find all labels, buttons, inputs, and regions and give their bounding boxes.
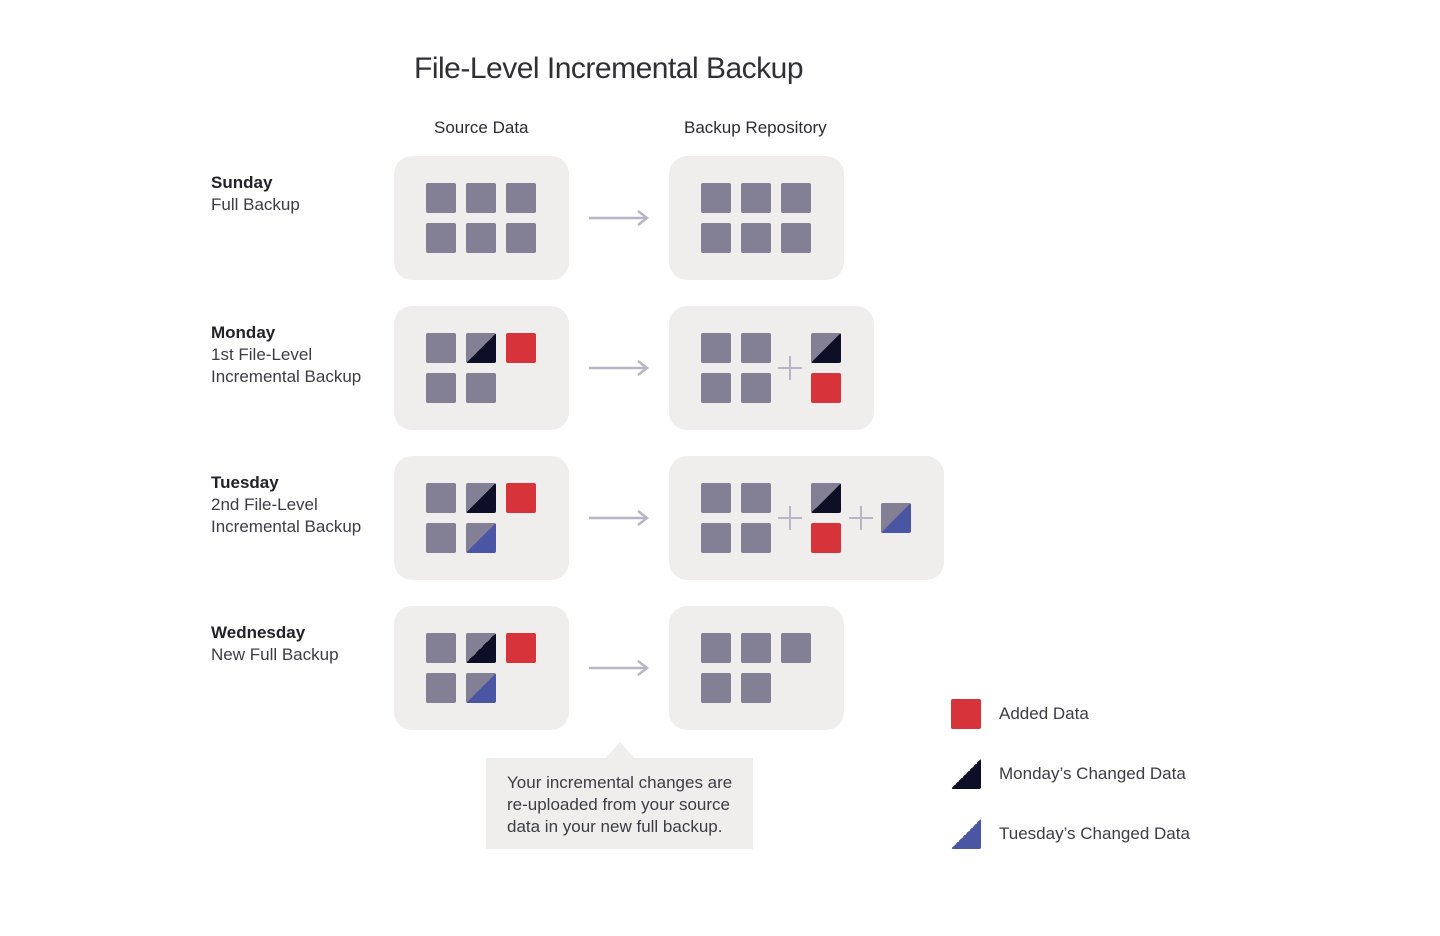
day-description: Incremental Backup bbox=[211, 517, 362, 536]
file-tile bbox=[741, 333, 771, 363]
callout-line: Your incremental changes are bbox=[507, 773, 733, 792]
row-label-wednesday: Wednesday New Full Backup bbox=[211, 622, 339, 666]
tuesday-changed-tile bbox=[466, 673, 496, 703]
file-tile bbox=[741, 633, 771, 663]
backup-panel-tuesday bbox=[669, 456, 944, 580]
file-tile bbox=[466, 183, 496, 213]
file-tile bbox=[701, 373, 731, 403]
file-tile bbox=[701, 483, 731, 513]
callout-line: data in your new full backup. bbox=[507, 817, 723, 836]
file-tile bbox=[466, 373, 496, 403]
file-tile bbox=[701, 183, 731, 213]
file-tile bbox=[426, 673, 456, 703]
day-name: Monday bbox=[211, 323, 276, 342]
arrow-right-icon bbox=[589, 510, 650, 526]
day-description: 2nd File-Level bbox=[211, 495, 318, 514]
legend-swatch-added bbox=[951, 699, 981, 729]
callout-pointer bbox=[606, 742, 634, 758]
file-tile bbox=[506, 183, 536, 213]
backup-panel-monday bbox=[669, 306, 874, 430]
tuesday-changed-tile bbox=[466, 523, 496, 553]
added-data-tile bbox=[811, 373, 841, 403]
added-data-tile bbox=[506, 333, 536, 363]
day-description: 1st File-Level bbox=[211, 345, 313, 364]
file-tile bbox=[741, 373, 771, 403]
source-panel-tuesday bbox=[394, 456, 569, 580]
day-name: Sunday bbox=[211, 173, 273, 192]
file-tile bbox=[426, 633, 456, 663]
file-tile bbox=[466, 223, 496, 253]
tuesday-changed-tile bbox=[881, 503, 911, 533]
file-tile bbox=[701, 223, 731, 253]
file-tile bbox=[506, 223, 536, 253]
arrow-right-icon bbox=[589, 210, 650, 226]
added-data-tile bbox=[811, 523, 841, 553]
legend-label-monday: Monday’s Changed Data bbox=[999, 764, 1186, 783]
file-tile bbox=[741, 183, 771, 213]
row-label-monday: Monday 1st File-Level Incremental Backup bbox=[211, 322, 361, 388]
file-tile bbox=[426, 483, 456, 513]
arrow-right-icon bbox=[589, 360, 650, 376]
column-header-source: Source Data bbox=[434, 118, 529, 137]
file-tile bbox=[426, 523, 456, 553]
file-tile bbox=[741, 523, 771, 553]
file-tile bbox=[701, 333, 731, 363]
file-tile bbox=[426, 333, 456, 363]
source-panel-monday bbox=[394, 306, 569, 430]
legend-swatch-tuesday bbox=[951, 819, 981, 849]
plus-icon bbox=[849, 506, 873, 530]
plus-icon bbox=[778, 356, 802, 380]
file-tile bbox=[781, 223, 811, 253]
legend-swatch-monday bbox=[951, 759, 981, 789]
file-tile bbox=[701, 523, 731, 553]
backup-panel-sunday bbox=[669, 156, 844, 280]
added-data-tile bbox=[506, 633, 536, 663]
file-tile bbox=[701, 633, 731, 663]
file-tile bbox=[701, 673, 731, 703]
file-tile bbox=[781, 633, 811, 663]
column-header-backup: Backup Repository bbox=[684, 118, 827, 137]
file-tile bbox=[741, 483, 771, 513]
source-panel-sunday bbox=[394, 156, 569, 280]
monday-changed-tile bbox=[811, 333, 841, 363]
file-tile bbox=[426, 183, 456, 213]
plus-icon bbox=[778, 506, 802, 530]
callout-line: re-uploaded from your source bbox=[507, 795, 731, 814]
added-data-tile bbox=[506, 483, 536, 513]
source-panel-wednesday bbox=[394, 606, 569, 730]
file-tile bbox=[781, 183, 811, 213]
file-tile bbox=[426, 373, 456, 403]
diagram-title: File-Level Incremental Backup bbox=[414, 52, 804, 85]
legend-label-added: Added Data bbox=[999, 704, 1089, 723]
day-description: Incremental Backup bbox=[211, 367, 362, 386]
day-name: Tuesday bbox=[211, 473, 279, 492]
arrow-right-icon bbox=[589, 660, 650, 676]
file-tile bbox=[741, 223, 771, 253]
file-tile bbox=[741, 673, 771, 703]
backup-panel-wednesday bbox=[669, 606, 844, 730]
callout-note: Your incremental changes are re-uploaded… bbox=[486, 758, 753, 849]
monday-changed-tile bbox=[466, 633, 496, 663]
monday-changed-tile bbox=[466, 333, 496, 363]
day-description: Full Backup bbox=[211, 195, 300, 214]
legend-label-tuesday: Tuesday’s Changed Data bbox=[999, 824, 1190, 843]
monday-changed-tile bbox=[811, 483, 841, 513]
file-tile bbox=[426, 223, 456, 253]
row-label-tuesday: Tuesday 2nd File-Level Incremental Backu… bbox=[211, 472, 361, 538]
day-name: Wednesday bbox=[211, 623, 306, 642]
day-description: New Full Backup bbox=[211, 645, 339, 664]
monday-changed-tile bbox=[466, 483, 496, 513]
row-label-sunday: Sunday Full Backup bbox=[211, 172, 300, 216]
